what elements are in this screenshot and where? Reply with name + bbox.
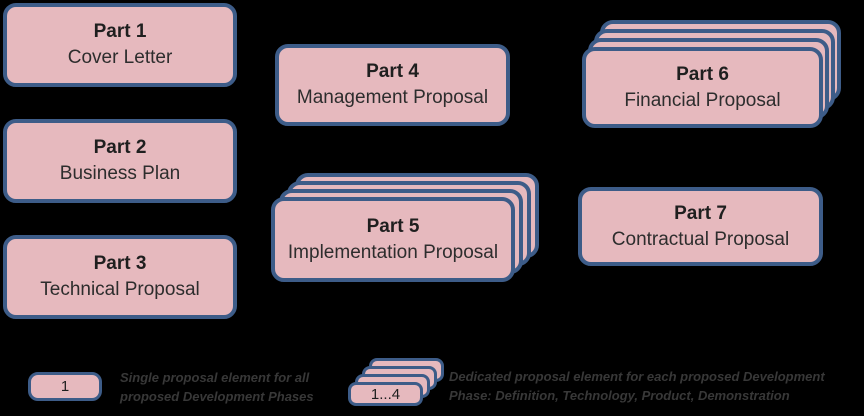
part-4-subtitle: Management Proposal [296, 87, 489, 108]
part-4-title: Part 4 [366, 61, 419, 82]
legend-stacked-box: 1...4 [348, 358, 444, 406]
part-2-box: Part 2 Business Plan [3, 119, 237, 203]
part-2-subtitle: Business Plan [59, 163, 181, 184]
part-4-box: Part 4 Management Proposal [275, 44, 510, 126]
legend-single-box: 1 [28, 372, 102, 401]
part-3-subtitle: Technical Proposal [40, 279, 200, 300]
part-5-box: Part 5 Implementation Proposal [271, 197, 515, 282]
legend-stacked-description: Dedicated proposal element for each prop… [449, 369, 825, 403]
part-1-subtitle: Cover Letter [67, 47, 173, 68]
part-5-stack: Part 5 Implementation Proposal [271, 173, 539, 282]
part-6-title: Part 6 [676, 63, 729, 85]
part-1-box: Part 1 Cover Letter [3, 3, 237, 87]
part-5-subtitle: Implementation Proposal [287, 241, 499, 263]
part-1-title: Part 1 [93, 21, 147, 42]
legend-single-description: Single proposal element for all proposed… [120, 370, 314, 404]
part-2-title: Part 2 [93, 137, 147, 158]
part-7-title: Part 7 [674, 202, 727, 224]
part-6-box: Part 6 Financial Proposal [582, 47, 823, 128]
part-6-subtitle: Financial Proposal [624, 89, 781, 111]
part-5-title: Part 5 [366, 215, 420, 237]
part-7-subtitle: Contractual Proposal [611, 228, 790, 250]
legend-single-label: 1 [60, 378, 70, 395]
part-3-box: Part 3 Technical Proposal [3, 235, 237, 319]
part-3-title: Part 3 [93, 253, 147, 274]
part-7-box: Part 7 Contractual Proposal [578, 187, 823, 266]
legend-stacked-label: 1...4 [370, 385, 401, 403]
part-6-stack: Part 6 Financial Proposal [582, 20, 841, 128]
legend-stacked-front-card: 1...4 [348, 382, 423, 406]
